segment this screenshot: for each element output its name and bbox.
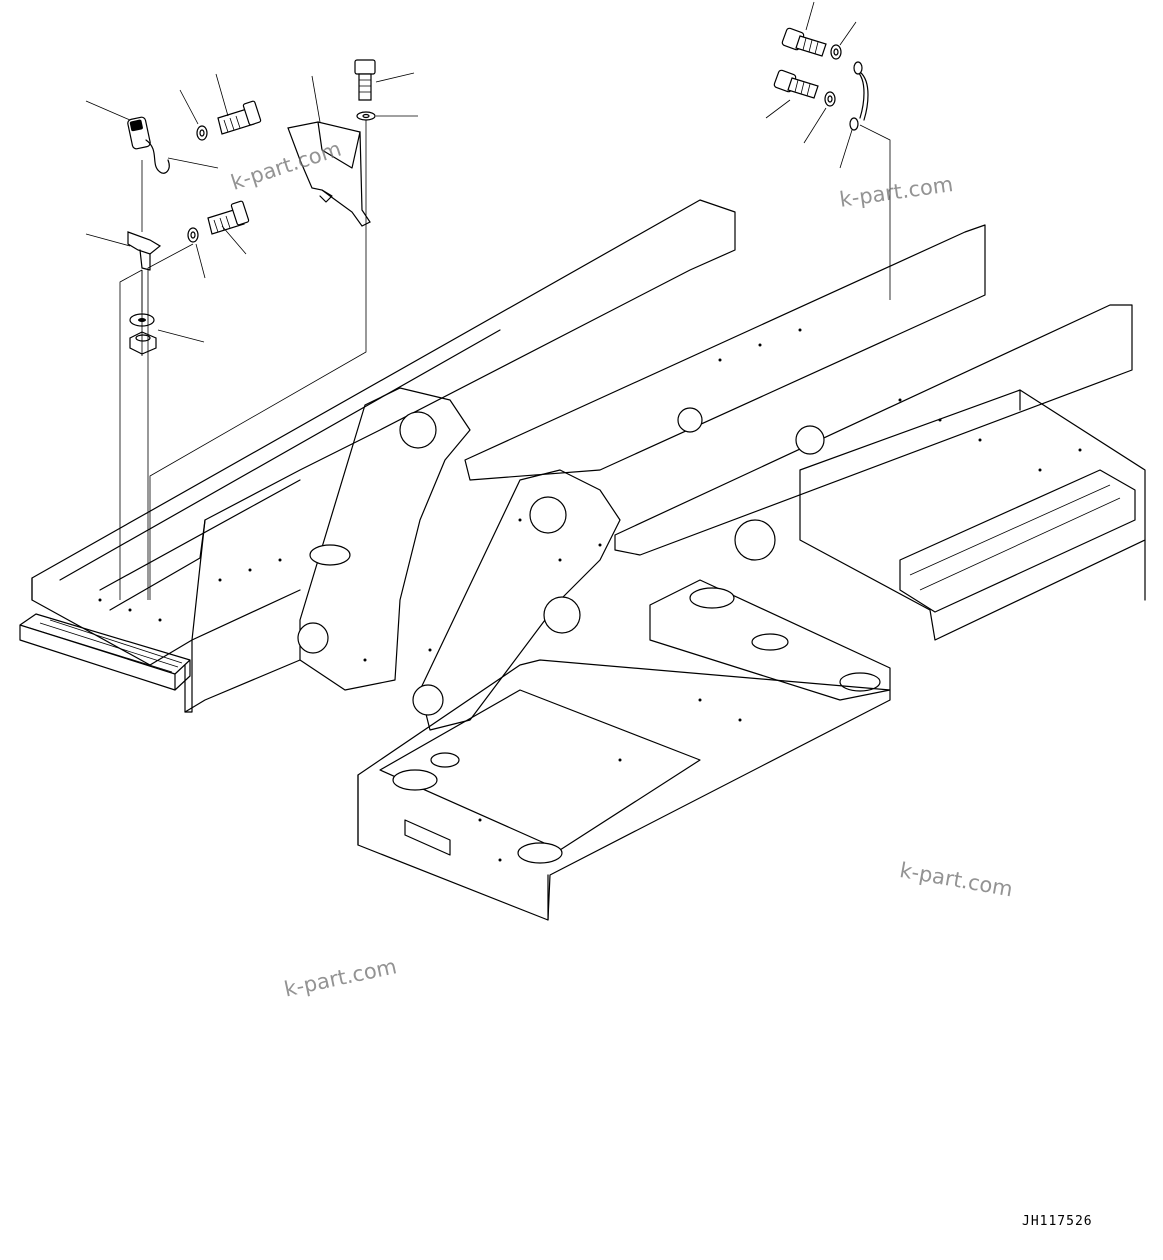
- step-outline: [19, 613, 191, 691]
- bottom-hole-center: [430, 752, 460, 768]
- cylinder-hole: [543, 596, 581, 634]
- bottom-frame-outline: [357, 659, 891, 921]
- washer-icon: [824, 91, 836, 107]
- pin-hole-lower-right: [412, 684, 444, 716]
- boom-pin-hole-upper-right: [529, 496, 567, 534]
- leader-lines: [85, 1, 857, 343]
- washer-icon: [196, 125, 208, 141]
- rail-lower: [614, 304, 1133, 556]
- right-deck-outline: [799, 389, 1146, 641]
- pin-hole-lower-left: [297, 622, 329, 654]
- side-ladder-bracket: [404, 819, 451, 856]
- cover-assembly: [287, 59, 376, 227]
- left-deck-front-face: [31, 577, 193, 713]
- battery-box: [899, 469, 1136, 613]
- left-deck-outline: [31, 199, 736, 666]
- bottom-hole-left: [392, 769, 438, 791]
- left-deck-skirt: [184, 589, 301, 713]
- drawing-code: JH117526: [1022, 1214, 1093, 1229]
- bolt-icon: [354, 59, 376, 101]
- center-base-hole-2: [751, 633, 789, 651]
- cover-icon: [287, 121, 371, 227]
- rail-hole-3: [734, 519, 776, 561]
- nut-icon: [129, 331, 157, 355]
- rivets: [98, 328, 1082, 862]
- bottom-frame-inner: [379, 689, 701, 851]
- bottom-frame-front-face: [357, 774, 549, 921]
- ground-strap-assembly: [773, 27, 869, 131]
- bolt-icon: [781, 27, 827, 57]
- ground-strap-icon: [849, 61, 869, 131]
- lamp-assembly: [127, 100, 262, 355]
- bolt-icon: [217, 100, 262, 135]
- deck-hole-left: [309, 544, 351, 566]
- bolt-icon: [207, 200, 250, 235]
- boom-pin-hole-upper-left: [399, 411, 437, 449]
- step-tread: [29, 619, 183, 673]
- rail-hole-1: [677, 407, 703, 433]
- revolving-frame: [19, 199, 1146, 921]
- lamp-icon: [127, 116, 170, 174]
- washer-icon: [356, 111, 376, 121]
- projection-lines: [119, 120, 891, 600]
- center-base-hole-1: [689, 587, 735, 609]
- left-deck-inner: [59, 329, 501, 611]
- rail-upper: [464, 224, 986, 481]
- battery-box-detail: [909, 484, 1121, 591]
- rail-hole-2: [795, 425, 825, 455]
- washer-icon: [187, 227, 199, 243]
- boom-foot-plate-right: [419, 469, 621, 731]
- washer-icon: [830, 44, 842, 60]
- boom-foot-plate-left: [299, 387, 471, 691]
- bracket-icon: [127, 231, 162, 271]
- right-side-edge: [1019, 389, 1146, 601]
- bottom-hole-right: [517, 842, 563, 864]
- bolt-icon: [773, 69, 819, 99]
